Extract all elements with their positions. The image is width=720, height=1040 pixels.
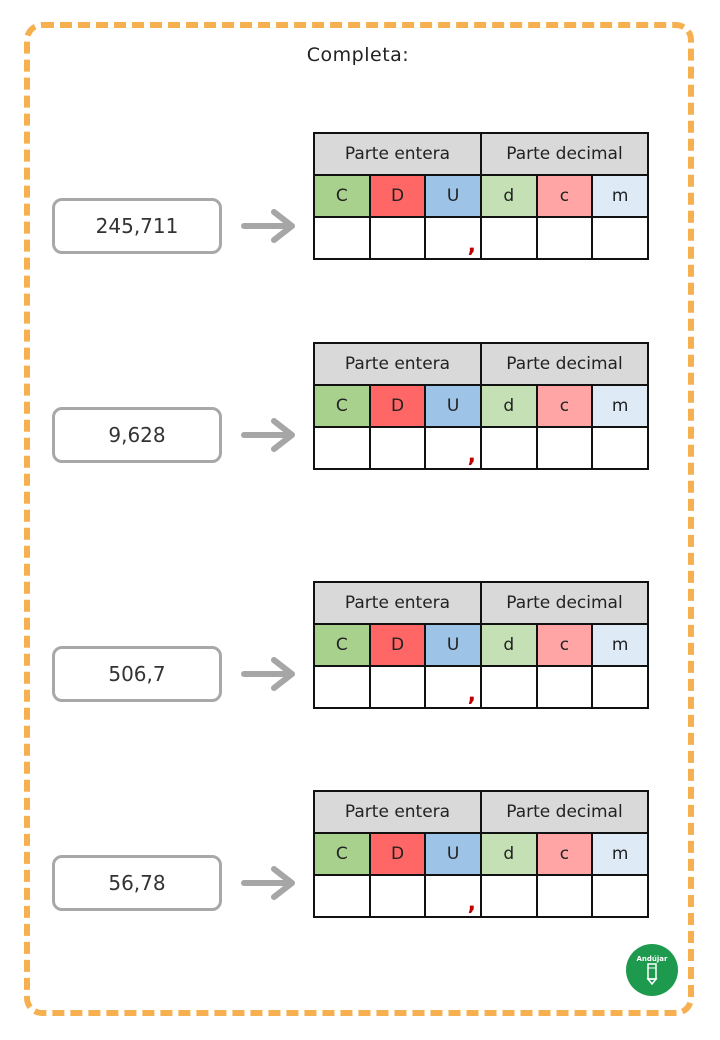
column-label-centesimas: c: [535, 384, 594, 428]
answer-cell[interactable]: [535, 216, 594, 260]
right-arrow-icon: [241, 657, 295, 691]
answer-cell[interactable]: [591, 216, 649, 260]
right-arrow-icon: [241, 209, 295, 243]
answer-cell[interactable]: [591, 665, 649, 709]
answer-cell[interactable]: [479, 665, 538, 709]
decimal-comma-mark: ,: [467, 891, 476, 916]
exercise-row: 56,78 Parte entera Parte decimal C D U d…: [0, 790, 720, 925]
number-box: 56,78: [52, 855, 222, 911]
andujar-logo: Andújar: [626, 944, 678, 996]
header-parte-decimal: Parte decimal: [479, 342, 650, 386]
answer-cell[interactable]: ,: [424, 874, 482, 918]
column-label-unidades: U: [424, 174, 482, 218]
answer-cell[interactable]: [368, 665, 427, 709]
exercise-row: 506,7 Parte entera Parte decimal C D U d…: [0, 581, 720, 716]
answer-cell[interactable]: [535, 874, 594, 918]
answer-cell[interactable]: [313, 426, 371, 470]
decimal-comma-mark: ,: [467, 233, 476, 258]
answer-cell[interactable]: [479, 216, 538, 260]
header-parte-decimal: Parte decimal: [479, 790, 650, 834]
decimal-comma-mark: ,: [467, 682, 476, 707]
place-value-table: Parte entera Parte decimal C D U d c m ,: [313, 790, 650, 918]
answer-cell[interactable]: [535, 665, 594, 709]
number-box: 9,628: [52, 407, 222, 463]
column-label-centesimas: c: [535, 623, 594, 667]
column-label-decimas: d: [479, 384, 538, 428]
place-value-table: Parte entera Parte decimal C D U d c m ,: [313, 342, 650, 470]
column-label-unidades: U: [424, 384, 482, 428]
answer-cell[interactable]: ,: [424, 426, 482, 470]
answer-cell[interactable]: [368, 874, 427, 918]
place-value-table: Parte entera Parte decimal C D U d c m ,: [313, 132, 650, 260]
column-label-decenas: D: [368, 832, 427, 876]
column-label-decenas: D: [368, 623, 427, 667]
dashed-border-frame: [24, 22, 694, 1016]
answer-cell[interactable]: ,: [424, 665, 482, 709]
right-arrow-icon: [241, 866, 295, 900]
answer-cell[interactable]: ,: [424, 216, 482, 260]
answer-cell[interactable]: [313, 216, 371, 260]
column-label-centesimas: c: [535, 832, 594, 876]
answer-cell[interactable]: [535, 426, 594, 470]
column-label-centenas: C: [313, 174, 371, 218]
answer-cell[interactable]: [591, 874, 649, 918]
column-label-milesimas: m: [591, 832, 649, 876]
header-parte-entera: Parte entera: [313, 342, 482, 386]
column-label-milesimas: m: [591, 174, 649, 218]
header-parte-decimal: Parte decimal: [479, 132, 650, 176]
column-label-milesimas: m: [591, 623, 649, 667]
column-label-decimas: d: [479, 832, 538, 876]
logo-text: Andújar: [636, 955, 668, 963]
header-parte-decimal: Parte decimal: [479, 581, 650, 625]
exercise-row: 245,711 Parte entera Parte decimal C D U…: [0, 132, 720, 267]
answer-cell[interactable]: [591, 426, 649, 470]
column-label-decimas: d: [479, 174, 538, 218]
column-label-centenas: C: [313, 623, 371, 667]
number-box: 245,711: [52, 198, 222, 254]
answer-cell[interactable]: [368, 426, 427, 470]
column-label-centenas: C: [313, 832, 371, 876]
column-label-decenas: D: [368, 174, 427, 218]
number-box: 506,7: [52, 646, 222, 702]
decimal-comma-mark: ,: [467, 443, 476, 468]
place-value-table: Parte entera Parte decimal C D U d c m ,: [313, 581, 650, 709]
answer-cell[interactable]: [368, 216, 427, 260]
answer-cell[interactable]: [479, 874, 538, 918]
column-label-milesimas: m: [591, 384, 649, 428]
column-label-decenas: D: [368, 384, 427, 428]
header-parte-entera: Parte entera: [313, 790, 482, 834]
column-label-centesimas: c: [535, 174, 594, 218]
pencil-icon: [646, 963, 658, 985]
page-title: Completa:: [306, 44, 410, 66]
answer-cell[interactable]: [313, 874, 371, 918]
header-parte-entera: Parte entera: [313, 132, 482, 176]
exercise-row: 9,628 Parte entera Parte decimal C D U d…: [0, 342, 720, 477]
answer-cell[interactable]: [313, 665, 371, 709]
column-label-unidades: U: [424, 623, 482, 667]
column-label-centenas: C: [313, 384, 371, 428]
header-parte-entera: Parte entera: [313, 581, 482, 625]
right-arrow-icon: [241, 418, 295, 452]
answer-cell[interactable]: [479, 426, 538, 470]
column-label-decimas: d: [479, 623, 538, 667]
column-label-unidades: U: [424, 832, 482, 876]
